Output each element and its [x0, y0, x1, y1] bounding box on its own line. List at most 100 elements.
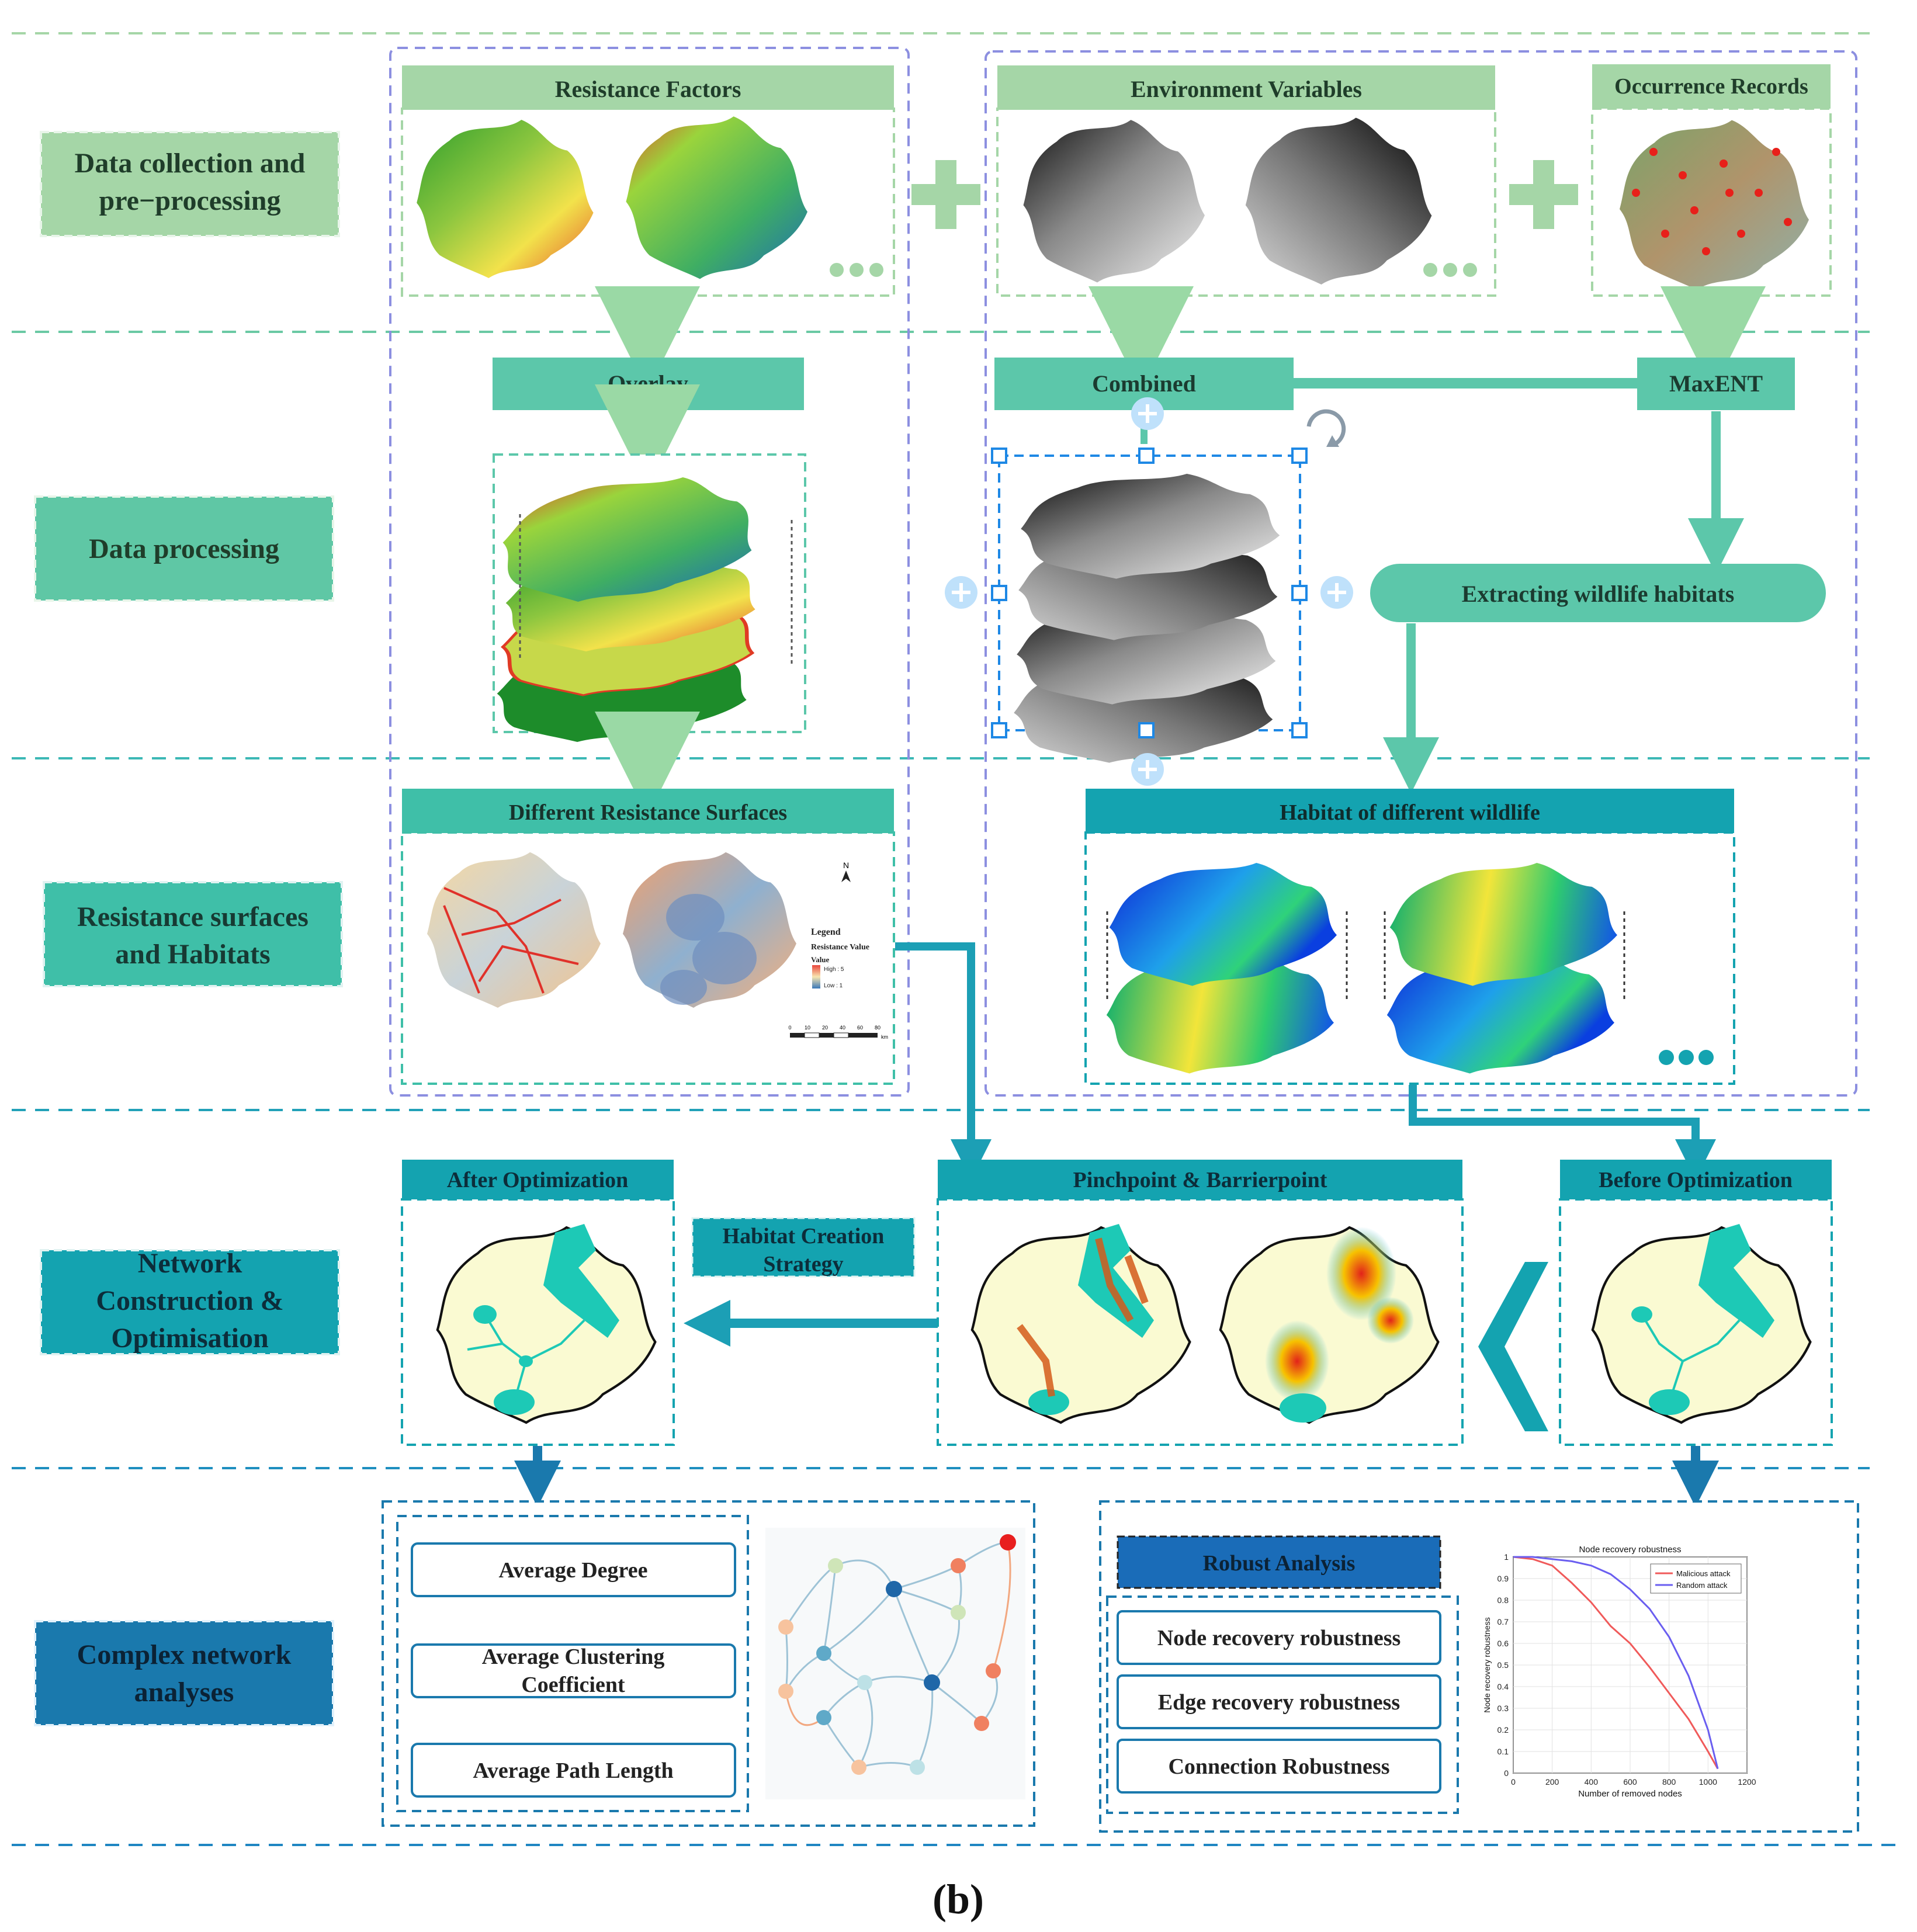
- y-tick-label: 1: [1504, 1552, 1509, 1562]
- x-tick-label: 1200: [1738, 1777, 1756, 1787]
- robust-item-label: Node recovery robustness: [1157, 1626, 1401, 1650]
- text-line: Average Clustering: [482, 1645, 665, 1669]
- habitat-creation-box: [691, 1217, 916, 1278]
- legend-subtitle: Resistance Value: [811, 943, 869, 952]
- resistance-factors-title: Resistance Factors: [555, 76, 741, 102]
- combined-label: Combined: [1092, 370, 1196, 397]
- habitat-panel: Habitat of different wildlife: [1084, 789, 1735, 1085]
- scale-tick-label: 40: [840, 1025, 845, 1031]
- resistance-factors-panel: Resistance Factors: [401, 65, 895, 297]
- scale-tick-label: 10: [805, 1025, 810, 1031]
- legend-high: High : 5: [824, 966, 844, 973]
- after-optimization-panel: After Optimization: [401, 1160, 675, 1446]
- stage-label-data-processing: Data processing: [89, 533, 279, 564]
- y-tick-label: 0: [1504, 1768, 1509, 1778]
- environment-variables-panel: Environment Variables: [996, 65, 1496, 297]
- combined-stack-panel: [945, 397, 1353, 786]
- metric-path-length: Average Path Length: [411, 1743, 736, 1798]
- before-optimization-panel: Before Optimization: [1559, 1160, 1833, 1446]
- plus-icon: [911, 160, 980, 229]
- overlay-stack-panel: [474, 453, 806, 742]
- robust-item-label: Edge recovery robustness: [1158, 1690, 1400, 1715]
- after-optimization-title: After Optimization: [447, 1168, 629, 1192]
- text-line: Complex network: [77, 1639, 292, 1670]
- x-tick-label: 200: [1545, 1777, 1559, 1787]
- chart-legend: [1650, 1563, 1742, 1594]
- map-legend: N Legend Resistance Value Value High : 5…: [788, 861, 888, 1040]
- occurrence-records-title: Occurrence Records: [1614, 74, 1808, 99]
- y-tick-label: 0.1: [1497, 1747, 1509, 1756]
- legend-value: Value: [811, 955, 830, 964]
- text-line: Coefficient: [521, 1673, 625, 1697]
- more-dots-icon: [1659, 1050, 1714, 1065]
- text-line: Resistance surfaces: [77, 901, 308, 932]
- series-line: [1513, 1556, 1719, 1769]
- y-tick-label: 0.9: [1497, 1574, 1509, 1583]
- series-line: [1513, 1556, 1719, 1770]
- robust-item: Connection Robustness: [1117, 1739, 1441, 1794]
- scale-unit: km: [881, 1034, 888, 1040]
- occurrence-records-panel: Occurrence Records: [1591, 64, 1832, 297]
- north-arrow-icon: [841, 870, 851, 882]
- pinchpoint-panel: Pinchpoint & Barrierpoint: [937, 1160, 1464, 1446]
- legend-label: Malicious attack: [1676, 1569, 1731, 1578]
- stage-data-processing: Data processing: [34, 495, 334, 602]
- pinchpoint-title: Pinchpoint & Barrierpoint: [1073, 1168, 1327, 1192]
- x-tick-label: 600: [1623, 1777, 1637, 1787]
- maxent-label: MaxENT: [1669, 370, 1763, 397]
- rotate-icon[interactable]: [1306, 409, 1346, 446]
- text-line: Construction &: [96, 1285, 283, 1316]
- habitat-group-frame: [985, 50, 1857, 1097]
- text-line: pre−processing: [99, 185, 281, 216]
- extracting-habitats-box: [1370, 564, 1826, 622]
- section-dividers: [12, 32, 1905, 1846]
- habitat-title: Habitat of different wildlife: [1280, 800, 1540, 825]
- resistance-surfaces-panel: Different Resistance Surfaces N Legend R…: [401, 789, 895, 1085]
- text-line: Habitat Creation: [723, 1224, 885, 1248]
- plus-icon: [1509, 160, 1578, 229]
- y-tick-label: 0.2: [1497, 1725, 1509, 1735]
- occurrence-points: [1632, 148, 1792, 255]
- y-tick-label: 0.4: [1497, 1682, 1509, 1691]
- scale-tick-label: 80: [875, 1025, 880, 1031]
- metric-average-degree: Average Degree: [411, 1542, 736, 1597]
- selection-handles[interactable]: [991, 448, 1308, 738]
- robust-item: Node recovery robustness: [1117, 1610, 1441, 1665]
- more-dots-icon: [1423, 263, 1477, 277]
- add-icon[interactable]: [945, 397, 1353, 786]
- text-line: Optimisation: [111, 1323, 268, 1354]
- legend-low: Low : 1: [824, 983, 843, 989]
- scale-tick-label: 0: [788, 1025, 791, 1031]
- robust-panel: Robust Analysis Node recovery robustness…: [1099, 1500, 1859, 1833]
- y-axis-label: Node recovery robustness: [1482, 1617, 1492, 1712]
- robust-header: [1117, 1535, 1441, 1589]
- robust-item: Edge recovery robustness: [1117, 1674, 1441, 1729]
- overlay-label: Overlay: [608, 370, 688, 397]
- metric-label: Average Degree: [499, 1558, 648, 1583]
- legend-title: Legend: [811, 927, 841, 937]
- maxent-box: [1637, 358, 1795, 410]
- chevron-left-icon: [1478, 1262, 1548, 1431]
- x-tick-label: 0: [1511, 1777, 1516, 1787]
- text-line: Network: [138, 1248, 242, 1279]
- y-tick-label: 0.8: [1497, 1595, 1509, 1605]
- robust-item-label: Connection Robustness: [1168, 1754, 1389, 1779]
- extracting-habitats-label: Extracting wildlife habitats: [1462, 581, 1735, 607]
- figure-caption: (b): [932, 1876, 984, 1923]
- robust-header-label: Robust Analysis: [1203, 1551, 1356, 1576]
- more-dots-icon: [830, 263, 883, 277]
- arrow-habitat-to-before: [1409, 1085, 1716, 1180]
- metric-label: Average Path Length: [473, 1758, 673, 1783]
